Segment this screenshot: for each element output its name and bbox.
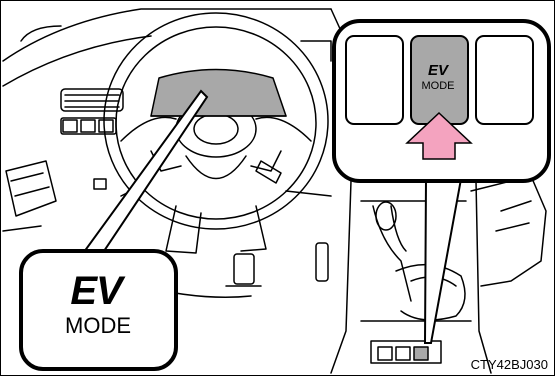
figure-code: CTY42BJ030 xyxy=(471,357,548,372)
callout-pointer-left xyxy=(76,91,207,263)
console-left-edge xyxy=(331,181,351,373)
button-mode-label: MODE xyxy=(413,80,463,92)
button-ev-label: EV xyxy=(413,63,463,78)
console-switch-2 xyxy=(396,347,410,360)
callout-mode-label: MODE xyxy=(53,314,143,338)
brake-pedal xyxy=(316,243,328,281)
console-right-edge xyxy=(476,181,491,373)
dashboard-inner-line xyxy=(3,36,151,86)
shift-lever xyxy=(373,206,411,301)
small-switch xyxy=(94,179,106,189)
dashboard-top-line xyxy=(3,9,331,61)
instrument-cluster-highlight xyxy=(151,70,286,117)
wiper-stalk xyxy=(256,161,281,183)
console-switch-ev xyxy=(414,347,428,360)
switch-right xyxy=(476,36,533,124)
console-switch-1 xyxy=(378,347,392,360)
callout-ev-label: EV xyxy=(61,271,131,311)
door-switch-panel xyxy=(6,161,56,216)
accelerator-pedal xyxy=(234,254,254,284)
switch-left xyxy=(346,36,403,124)
